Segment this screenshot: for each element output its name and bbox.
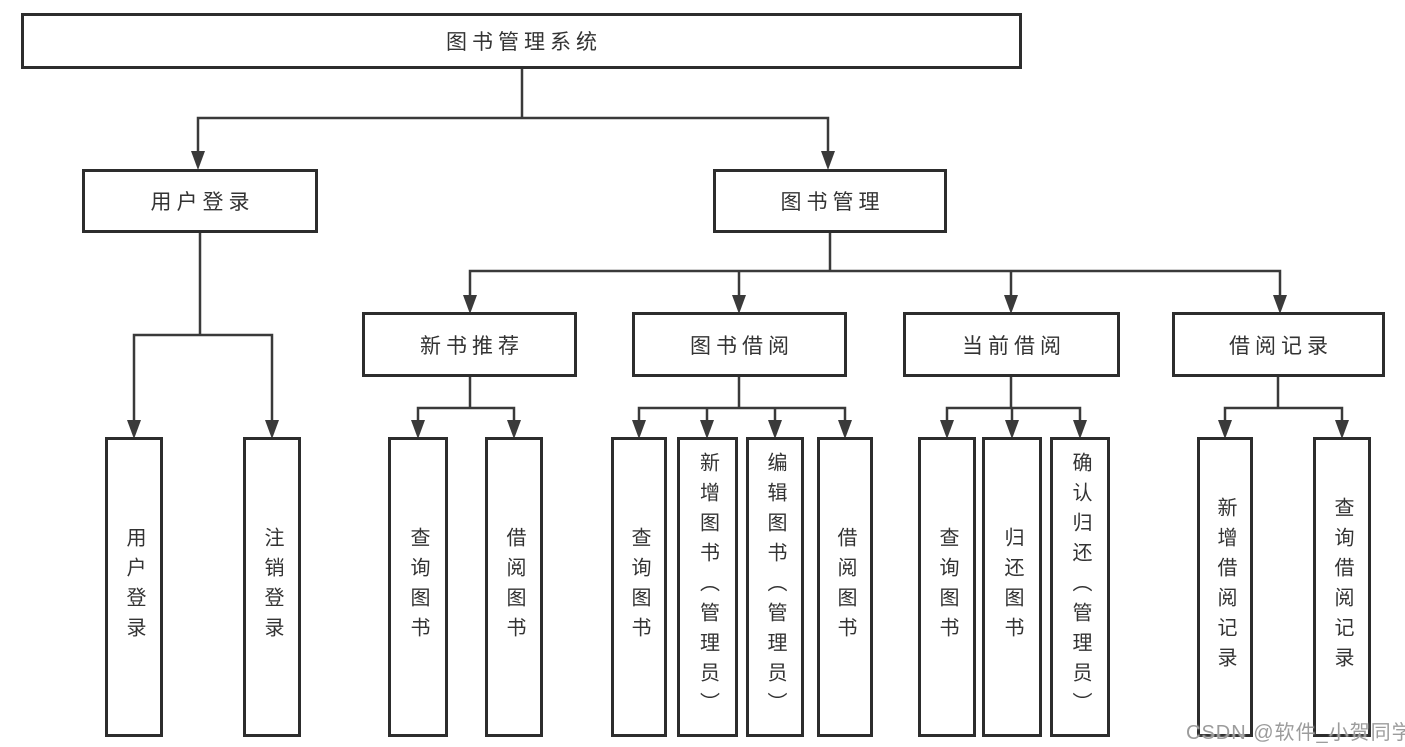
leaf-logout: 注销登录 <box>243 437 301 737</box>
csdn-watermark: CSDN @软件_小贺同学 <box>1186 722 1405 744</box>
leaf-query-books-recommend: 查询图书 <box>388 437 448 737</box>
node-label: 注销登录 <box>261 527 283 647</box>
node-user-login: 用户登录 <box>82 169 318 233</box>
leaf-borrow-books: 借阅图书 <box>817 437 873 737</box>
node-borrow-records: 借阅记录 <box>1172 312 1385 377</box>
leaf-query-borrow-record: 查询借阅记录 <box>1313 437 1371 737</box>
node-label: 借阅图书 <box>834 527 856 647</box>
node-label: 图书管理 <box>780 191 885 214</box>
node-label: 用户登录 <box>150 191 255 214</box>
node-label: 查询借阅记录 <box>1331 497 1353 677</box>
node-label: 查询图书 <box>407 527 429 647</box>
node-label: 借阅记录 <box>1229 334 1333 358</box>
leaf-edit-book-admin: 编辑图书（管理员） <box>746 437 804 737</box>
connector-new-book <box>416 375 516 425</box>
node-label: 确认归还（管理员） <box>1069 452 1091 722</box>
leaf-return-book: 归还图书 <box>982 437 1042 737</box>
leaf-query-books-current: 查询图书 <box>918 437 976 737</box>
connector-book-borrow <box>637 375 847 425</box>
node-label: 当前借阅 <box>962 334 1066 358</box>
node-label: 查询图书 <box>628 527 650 647</box>
leaf-add-borrow-record: 新增借阅记录 <box>1197 437 1253 737</box>
leaf-user-login: 用户登录 <box>105 437 163 737</box>
arrowhead-icons <box>127 151 1349 439</box>
node-label: 图书借阅 <box>690 334 794 358</box>
connector-current-borrow <box>945 375 1082 425</box>
connector-user-login <box>132 231 274 425</box>
node-library-system: 图书管理系统 <box>21 13 1022 69</box>
leaf-query-books-borrow: 查询图书 <box>611 437 667 737</box>
node-label: 新增图书（管理员） <box>696 452 719 722</box>
node-new-book-recommend: 新书推荐 <box>362 312 577 377</box>
connector-borrow-records <box>1223 375 1344 425</box>
node-label: 新书推荐 <box>420 334 524 358</box>
connector-root <box>196 67 830 156</box>
connector-book-management <box>468 231 1282 300</box>
node-label: 借阅图书 <box>503 527 525 647</box>
leaf-confirm-return-admin: 确认归还（管理员） <box>1050 437 1110 737</box>
leaf-add-book-admin: 新增图书（管理员） <box>677 437 738 737</box>
node-current-borrow: 当前借阅 <box>903 312 1120 377</box>
node-book-borrow: 图书借阅 <box>632 312 847 377</box>
node-label: 用户登录 <box>123 527 145 647</box>
node-label: 编辑图书（管理员） <box>764 452 786 722</box>
node-label: 新增借阅记录 <box>1214 497 1236 677</box>
node-label: 查询图书 <box>936 527 958 647</box>
leaf-borrow-books-recommend: 借阅图书 <box>485 437 543 737</box>
node-label: 图书管理系统 <box>446 31 602 54</box>
node-label: 归还图书 <box>1001 527 1023 647</box>
node-book-management: 图书管理 <box>713 169 947 233</box>
